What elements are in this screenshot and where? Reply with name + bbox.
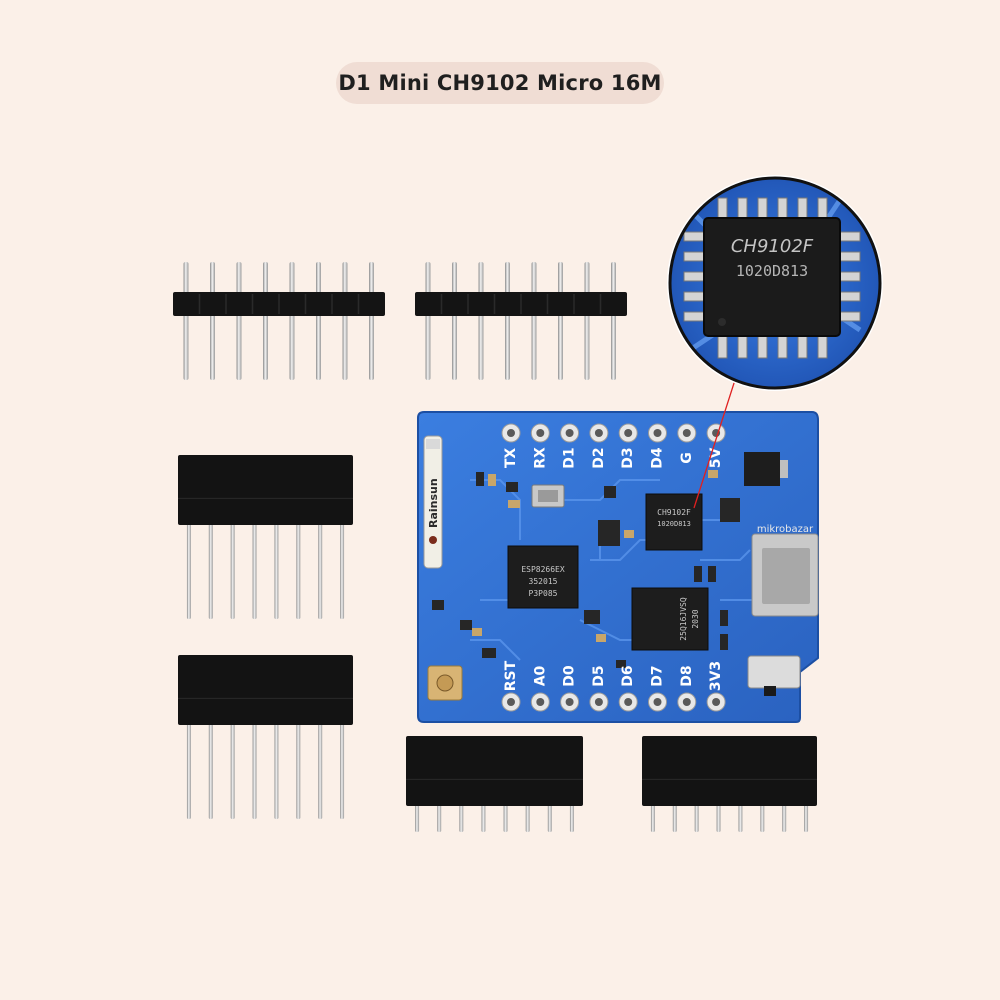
antenna: Rainsun xyxy=(423,435,443,569)
flash-label-line1: 25Q16JVSQ xyxy=(679,597,688,641)
pin-label: 3V3 xyxy=(708,661,724,691)
mcu-label-line2: 352015 xyxy=(529,577,558,586)
chip-zoom-inset: CH9102F 1020D813 xyxy=(667,175,883,391)
pin-label: D2 xyxy=(591,447,607,468)
pin-label: RX xyxy=(532,447,548,469)
usb-chip-label-line2: 1020D813 xyxy=(657,520,691,528)
female-header-tall-top xyxy=(178,455,353,619)
product-title: D1 Mini CH9102 Micro 16M xyxy=(336,62,664,104)
pin-label: TX xyxy=(503,448,519,469)
watermark: mikrobazar xyxy=(757,524,814,535)
pin-label: D7 xyxy=(650,665,666,686)
bottom-pin-row: RST A0 D0 D5 D6 D7 D8 3V3 xyxy=(501,660,726,712)
ch9102-usb-chip: CH9102F 1020D813 xyxy=(645,493,703,551)
pin-label: A0 xyxy=(532,665,548,686)
usb-chip-label-line1: CH9102F xyxy=(657,508,691,517)
pin-label: D0 xyxy=(562,665,578,687)
female-header-tall-bottom xyxy=(178,655,353,819)
pin-label: D4 xyxy=(650,447,666,469)
male-pin-header-right xyxy=(415,262,627,380)
female-header-short-right xyxy=(642,736,817,832)
pin-label: D1 xyxy=(562,447,578,468)
esp8266-mcu: ESP8266EX 352015 P3P085 xyxy=(507,545,579,609)
mcu-label-line3: P3P085 xyxy=(529,589,558,598)
ufl-antenna-connector xyxy=(427,665,463,701)
pin-label: G xyxy=(679,452,695,464)
pin-label: D8 xyxy=(679,665,695,686)
male-pin-header-left xyxy=(173,262,385,380)
flash-chip: 25Q16JVSQ 2030 xyxy=(631,587,709,651)
d1-mini-board: Rainsun ESP8266EX 352015 P3P085 CH9102F … xyxy=(417,411,819,723)
female-header-short-left xyxy=(406,736,583,832)
pin-label: D5 xyxy=(591,665,607,686)
zoom-pointer-line xyxy=(693,379,736,509)
flash-label-line2: 2030 xyxy=(691,609,700,628)
pin-label: RST xyxy=(503,660,519,691)
zoom-chip-line1: CH9102F xyxy=(731,236,814,257)
mcu-label-line1: ESP8266EX xyxy=(521,565,565,574)
micro-usb-port: mikrobazar xyxy=(751,524,819,617)
pin-label: D3 xyxy=(620,447,636,468)
antenna-brand: Rainsun xyxy=(427,478,440,528)
reset-button xyxy=(747,655,801,696)
zoom-chip-line2: 1020D813 xyxy=(736,262,808,280)
pin-label: D6 xyxy=(620,665,636,686)
